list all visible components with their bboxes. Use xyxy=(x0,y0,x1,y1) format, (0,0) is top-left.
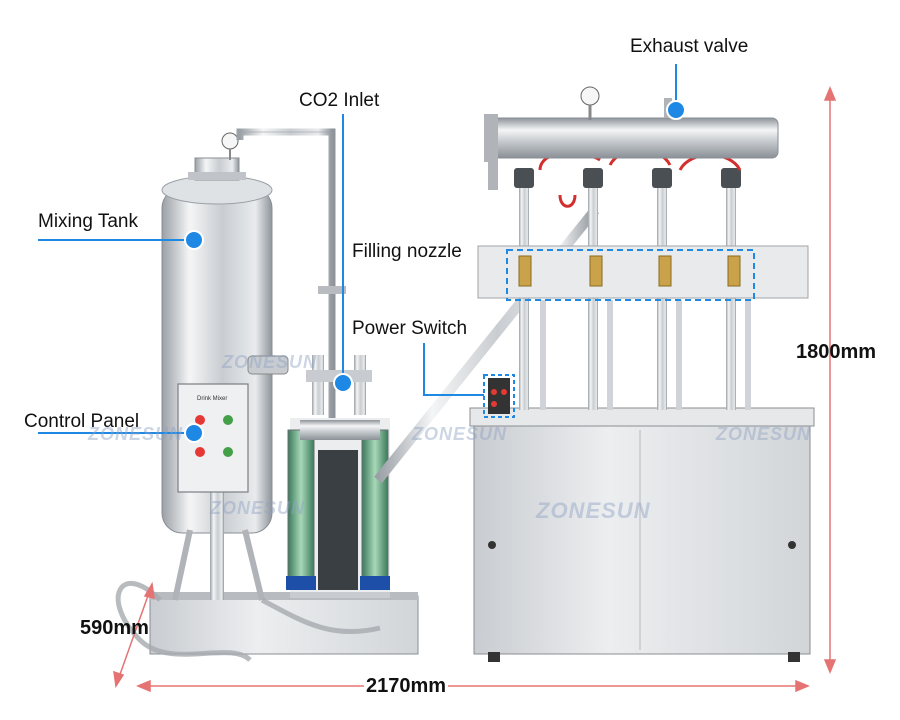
manifold-drawing xyxy=(484,86,779,190)
callout-lines xyxy=(38,64,677,434)
watermark: ZONESUN xyxy=(210,498,306,518)
brass-nozzles xyxy=(518,255,741,287)
co2-pipe xyxy=(236,128,346,418)
dimension-width-arrow xyxy=(136,679,810,693)
hoses xyxy=(115,580,381,662)
dimension-height-arrow xyxy=(823,86,837,674)
control-panel-label: Control Panel xyxy=(24,411,140,432)
watermark: ZONESUN xyxy=(222,352,318,372)
column-heads xyxy=(514,168,741,188)
co2-inlet-label: CO2 Inlet xyxy=(299,90,380,111)
height-dimension-label: 1800mm xyxy=(796,341,877,363)
filler-cabinet xyxy=(469,407,815,662)
control-panel-title: Drink Mixer xyxy=(197,396,228,402)
filling-nozzle-label: Filling nozzle xyxy=(352,241,462,262)
power-switch-highlight xyxy=(483,374,515,418)
watermark: ZONESUN xyxy=(88,424,184,444)
depth-dimension-label: 590mm xyxy=(80,617,149,639)
watermark: ZONESUN xyxy=(412,424,508,444)
width-dimension-label: 2170mm xyxy=(364,675,449,698)
watermark: ZONESUN xyxy=(536,498,651,523)
power-switch-block xyxy=(488,378,510,414)
mixing-tank-label: Mixing Tank xyxy=(38,211,138,232)
filling-nozzle-highlight xyxy=(506,249,755,301)
dimension-depth-arrow xyxy=(113,581,155,689)
exhaust-valve-label: Exhaust valve xyxy=(630,36,749,57)
callout-markers xyxy=(184,100,686,443)
power-switch-label: Power Switch xyxy=(352,318,468,339)
watermark: ZONESUN xyxy=(716,424,812,444)
